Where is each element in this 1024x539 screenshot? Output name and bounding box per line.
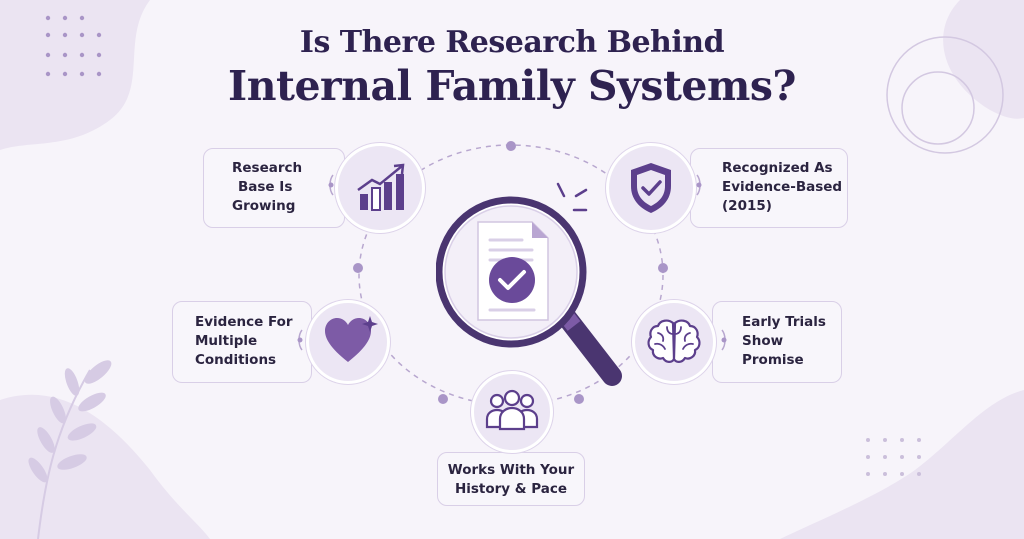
- title-line-2: Internal Family Systems?: [228, 62, 796, 110]
- title-line-1: Is There Research Behind: [299, 25, 725, 60]
- label-line: Research: [232, 160, 303, 176]
- label-line: Early Trials: [742, 314, 826, 330]
- card-evidence-based: [690, 148, 848, 228]
- label-line: Evidence For: [195, 314, 293, 330]
- decor-blob-bottom-right: [780, 390, 1024, 539]
- decor-blob-top-left: [0, 0, 150, 150]
- circle-early-trials: [632, 300, 716, 384]
- label-line: Recognized As: [722, 160, 833, 176]
- label-multiple-conditions: Evidence For Multiple Conditions: [195, 313, 305, 370]
- decor-blob-bottom-left: [0, 394, 210, 539]
- decor-leaf-branch: [28, 360, 112, 539]
- card-multiple-conditions: [172, 301, 312, 383]
- card-research-base: [203, 148, 345, 228]
- label-line: Conditions: [195, 352, 277, 368]
- label-evidence-based: Recognized As Evidence-Based (2015): [722, 159, 847, 216]
- decor-ring-inner: [901, 71, 975, 145]
- label-line: Multiple: [195, 333, 258, 349]
- label-history-pace: Works With Your History & Pace: [437, 461, 585, 499]
- circle-evidence-based: [606, 143, 696, 233]
- label-line: (2015): [722, 198, 772, 214]
- label-line: Works With Your: [447, 462, 575, 478]
- bar-chart-trend-icon: [357, 163, 405, 211]
- label-early-trials: Early Trials Show Promise: [742, 313, 837, 370]
- decor-dots-top-left: [45, 15, 102, 77]
- shield-check-icon: [631, 163, 671, 213]
- brain-icon: [647, 319, 701, 363]
- label-line: Growing: [232, 198, 296, 214]
- label-line: Promise: [742, 352, 804, 368]
- decor-ring-outer: [886, 36, 1004, 154]
- magnifying-glass-document-check-icon: [436, 182, 622, 386]
- label-line: Show: [742, 333, 784, 349]
- label-research-base: Research Base Is Growing: [232, 159, 332, 216]
- decor-dots-bottom-right: [866, 438, 921, 476]
- connector-dots: [353, 141, 668, 404]
- heart-sparkle-icon: [325, 316, 378, 362]
- people-group-icon: [485, 389, 539, 431]
- label-line: Evidence-Based: [722, 179, 843, 195]
- decor-blob-top-right: [943, 0, 1024, 119]
- label-line: History & Pace: [454, 481, 568, 497]
- card-history-pace: [437, 452, 585, 506]
- label-line: Base Is: [238, 179, 293, 195]
